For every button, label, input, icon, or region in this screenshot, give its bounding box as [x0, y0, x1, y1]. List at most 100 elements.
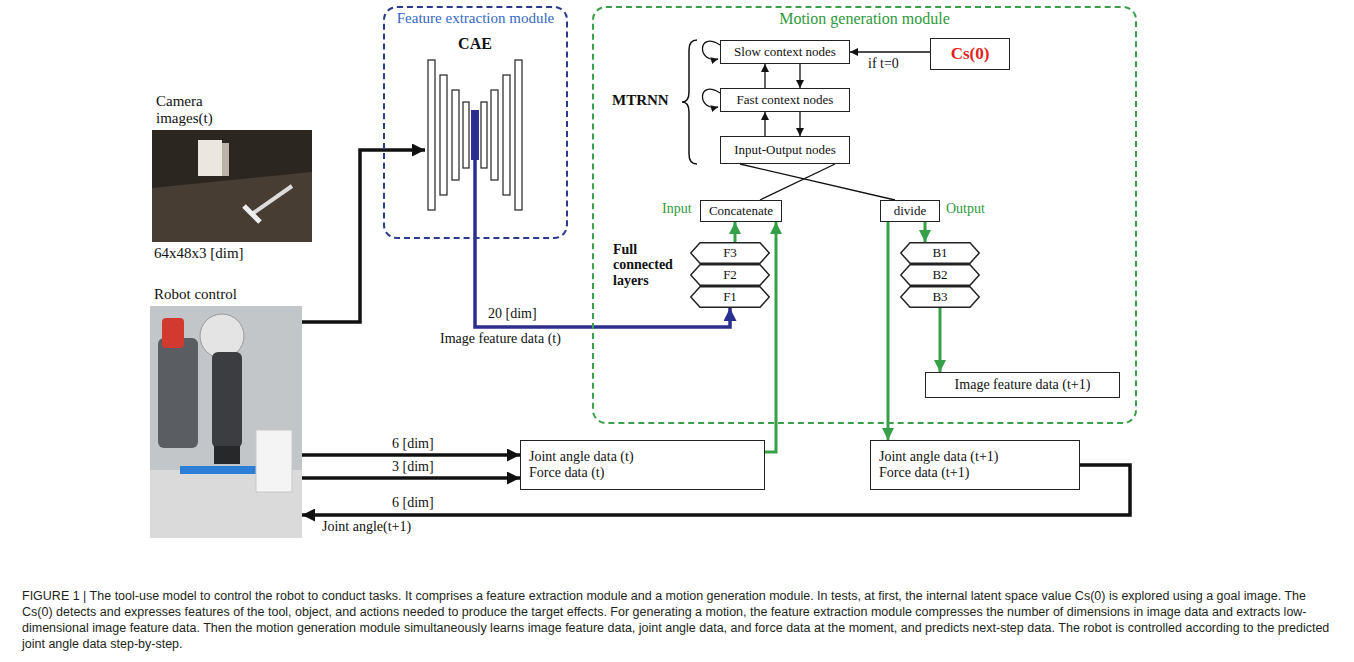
robot-body	[158, 338, 198, 448]
layer-bar	[503, 75, 510, 195]
photo-ground	[150, 306, 302, 538]
camera-photo	[152, 130, 312, 242]
connector	[734, 222, 737, 242]
network-name: MTRNN	[612, 92, 669, 109]
object-box	[198, 140, 222, 176]
image-label: Camera images(t)	[156, 93, 238, 128]
connector	[939, 308, 942, 372]
data-box: Joint angle data (t)Force data (t)	[520, 440, 765, 490]
connector	[799, 112, 800, 136]
latent-name: Cs(0)	[951, 44, 990, 64]
latent-wire	[473, 160, 477, 216]
layer-bar	[452, 90, 459, 180]
hexagon-shape	[901, 287, 980, 308]
layer-hexagon: F1	[690, 286, 770, 308]
io-label: Output	[946, 201, 985, 217]
layer-name: B3	[932, 290, 947, 304]
layer-name: Slow context nodes	[734, 45, 836, 60]
layer-bar	[463, 102, 469, 168]
layer-box: Slow context nodes	[720, 40, 850, 64]
layer-box: Input-Output nodes	[720, 136, 850, 164]
layer-bar	[481, 102, 487, 168]
photo-floor	[152, 172, 312, 242]
robot-joint	[200, 314, 244, 358]
connector	[764, 112, 765, 136]
tool-handle	[252, 186, 292, 214]
edge-label: 6 [dim]	[390, 436, 436, 452]
layer-bar	[491, 90, 498, 180]
tool-head	[244, 206, 260, 222]
layer-bar	[428, 60, 435, 210]
module-title: Feature extraction module	[385, 10, 566, 27]
data-name: Image feature data (t+1)	[955, 377, 1091, 393]
layer-name: B2	[932, 268, 947, 282]
edge-label: if t=0	[866, 56, 901, 72]
signal-label: Joint angle(t+1)	[322, 519, 411, 535]
dimension-label: 64x48x3 [dim]	[154, 245, 244, 262]
hexagon-shape	[691, 265, 770, 286]
robot-photo: Robot control	[150, 306, 302, 538]
operation-box: divide	[880, 200, 940, 222]
model-name: CAE	[425, 34, 525, 53]
image-label: Robot control	[154, 286, 294, 303]
data-name: Joint angle data (t+1)	[879, 449, 998, 465]
object-box-side	[222, 143, 229, 176]
robot-forearm	[212, 352, 242, 448]
connector	[760, 164, 835, 200]
recurrent-loop	[702, 41, 720, 59]
data-name: Force data (t+1)	[879, 465, 969, 481]
module-region: Feature extraction moduleCAE	[383, 6, 568, 239]
layer-name: F3	[723, 246, 737, 260]
connector	[302, 453, 520, 457]
hexagon-shape	[901, 265, 980, 286]
layer-name: F1	[723, 290, 737, 304]
layer-hexagon: F2	[690, 264, 770, 286]
latent-bar	[471, 110, 479, 160]
connector	[475, 216, 730, 327]
hexagon-shape	[901, 243, 980, 264]
group-label: Full connected layers	[613, 242, 685, 288]
photo-ground	[152, 130, 312, 242]
operation-name: Concatenate	[709, 204, 773, 219]
layer-name: F2	[723, 268, 737, 282]
io-label: Input	[662, 201, 692, 217]
bracket	[682, 40, 697, 164]
dimension-label: 20 [dim]	[488, 306, 537, 322]
layer-bar	[440, 75, 447, 195]
connector	[850, 51, 930, 52]
connector	[764, 64, 765, 88]
data-box: Image feature data (t+1)	[925, 372, 1120, 398]
layer-name: B1	[932, 246, 947, 260]
connector	[302, 476, 520, 480]
layer-hexagon: B3	[900, 286, 980, 308]
camera-image: Camera images(t)64x48x3 [dim]	[152, 130, 312, 242]
layer-bar	[515, 60, 522, 210]
connector	[302, 150, 425, 322]
layer-name: Fast context nodes	[737, 93, 834, 108]
data-box: Joint angle data (t+1)Force data (t+1)	[870, 440, 1080, 490]
layer-box: Fast context nodes	[720, 88, 850, 112]
robot-gripper	[214, 446, 240, 464]
robot-photo	[150, 306, 302, 538]
operation-box: Concatenate	[700, 200, 782, 222]
module-title: Motion generation module	[594, 10, 1135, 28]
latent-box: Cs(0)	[930, 38, 1010, 70]
object-box	[256, 430, 292, 492]
layer-hexagon: B2	[900, 264, 980, 286]
layer-hexagon: B1	[900, 242, 980, 264]
cae-icon	[428, 60, 522, 216]
connector	[887, 222, 890, 440]
figure-caption: FIGURE 1 | The tool-use model to control…	[22, 588, 1332, 652]
hexagon-shape	[691, 243, 770, 264]
data-name: Joint angle data (t)	[529, 449, 634, 465]
edge-label: 6 [dim]	[390, 495, 436, 511]
edge-label: 3 [dim]	[390, 459, 436, 475]
connector	[740, 164, 895, 200]
robot-part	[162, 318, 184, 348]
recurrent-loop	[702, 89, 720, 107]
hexagon-shape	[691, 287, 770, 308]
operation-name: divide	[894, 204, 927, 219]
tool	[180, 466, 256, 474]
